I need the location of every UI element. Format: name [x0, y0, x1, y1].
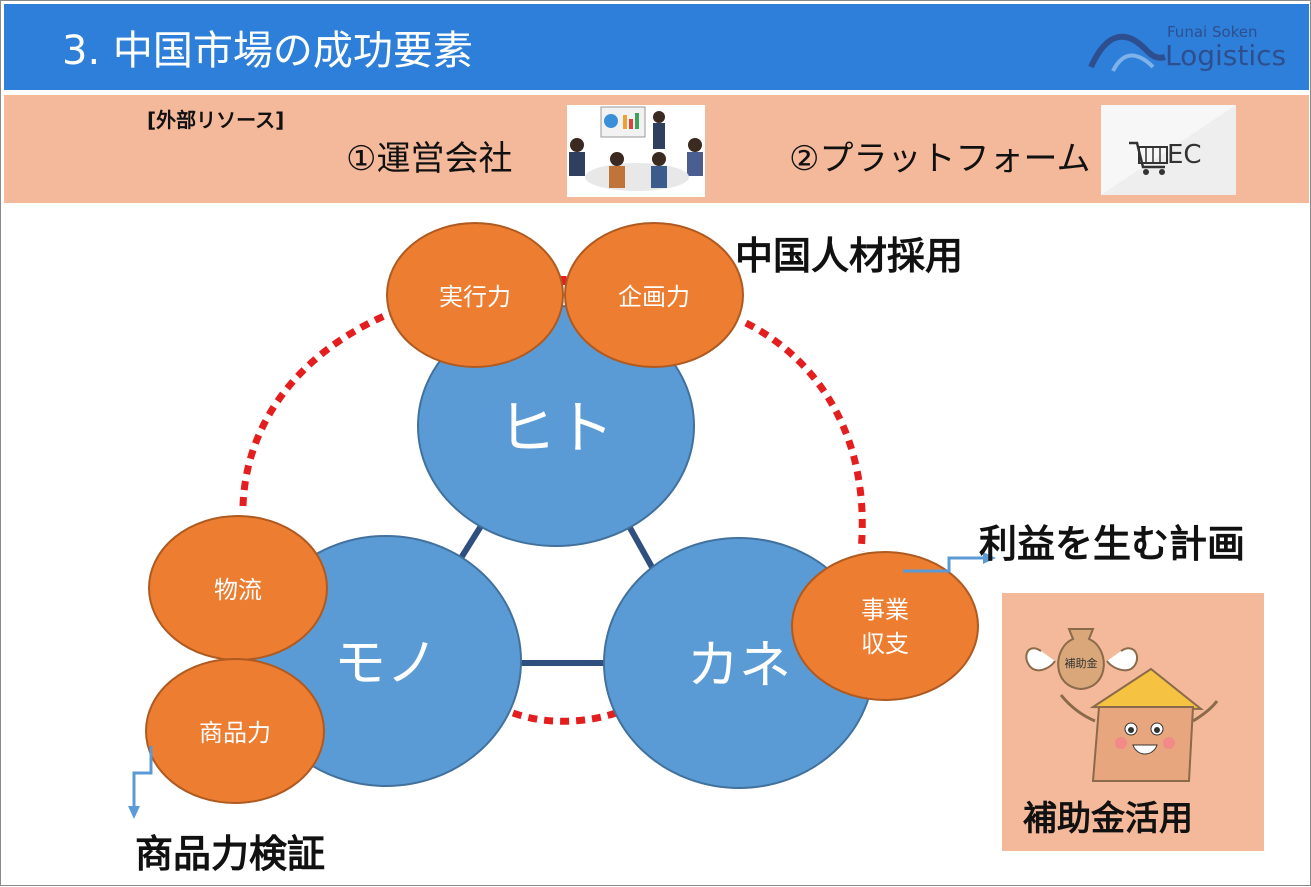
logo-subtitle: Funai Soken — [1167, 23, 1258, 41]
arrow-to-keikaku — [903, 552, 996, 573]
callout-product-verification: 商品力検証 — [135, 832, 326, 876]
subsidy-house-illustration: 補助金 — [1025, 628, 1219, 782]
callout-chinese-talent: 中国人材採用 — [735, 234, 964, 278]
page-title: 3. 中国市場の成功要素 — [62, 28, 473, 74]
jigyo-label-line2: 収支 — [861, 630, 909, 658]
jikko-label: 実行力 — [439, 283, 511, 311]
kikaku-circle: 企画力 — [564, 222, 744, 368]
kikaku-label: 企画力 — [618, 283, 690, 311]
kane-label: カネ — [687, 636, 791, 696]
jikko-circle: 実行力 — [386, 222, 564, 368]
ec-label: EC — [1167, 140, 1202, 170]
company-logo: Funai Soken Logistics — [1087, 21, 1291, 75]
subsidy-label: 補助金活用 — [1023, 799, 1193, 839]
connector-hito-kane — [626, 524, 656, 571]
jigyo-label-line1: 事業 — [861, 596, 909, 624]
jigyo-circle: 事業 収支 — [791, 551, 979, 701]
arrow-to-kensho — [128, 746, 153, 819]
shohin-label: 商品力 — [199, 719, 271, 747]
mono-label: モノ — [334, 634, 438, 694]
dotted-ring-bottom — [511, 709, 618, 725]
butsuryu-circle: 物流 — [148, 515, 328, 661]
meeting-illustration — [567, 105, 705, 197]
callout-profit-plan: 利益を生む計画 — [979, 522, 1246, 566]
subsidy-bag-label: 補助金 — [1065, 656, 1098, 670]
external-resource-label: [外部リソース] — [147, 108, 285, 132]
ec-platform-image: EC — [1101, 105, 1236, 195]
logo-title: Logistics — [1165, 39, 1287, 72]
hito-label: ヒト — [498, 394, 614, 462]
shohin-circle: 商品力 — [145, 658, 325, 804]
dotted-ring-left — [239, 309, 393, 507]
resource-platform: ②プラットフォーム — [789, 139, 1091, 179]
header-bar: 3. 中国市場の成功要素 — [4, 4, 1309, 90]
shopping-cart-icon — [1129, 141, 1168, 175]
resource-operating-company: ①運営会社 — [346, 139, 513, 179]
butsuryu-label: 物流 — [214, 576, 262, 604]
logo-wave-icon — [1088, 33, 1166, 72]
dotted-ring-right — [744, 319, 866, 552]
